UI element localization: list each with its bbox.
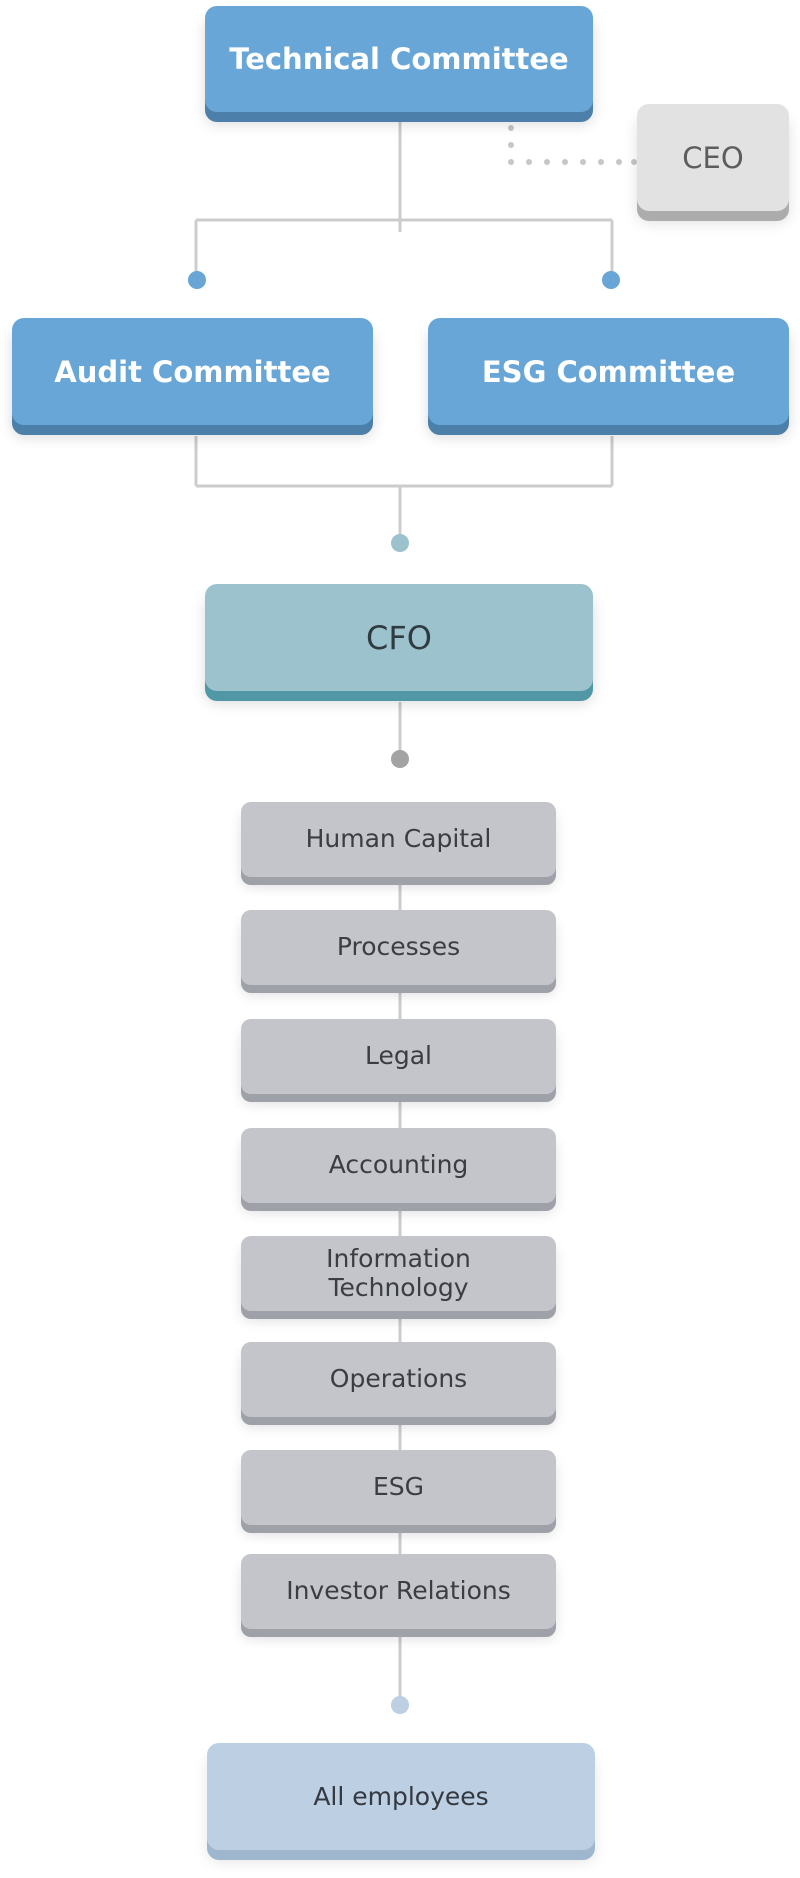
department-box[interactable]: Accounting	[241, 1128, 556, 1203]
department-label: Processes	[336, 932, 461, 962]
connector-dot	[391, 750, 409, 768]
audit-committee-label: Audit Committee	[54, 354, 331, 389]
department-label: Operations	[329, 1364, 468, 1394]
department-label: Information Technology	[326, 1243, 471, 1302]
technical-committee-label: Technical Committee	[229, 42, 569, 76]
ceo-label: CEO	[682, 140, 744, 175]
esg-committee-box[interactable]: ESG Committee	[428, 318, 789, 425]
technical-committee-box[interactable]: Technical Committee	[205, 6, 593, 112]
department-label: ESG	[372, 1472, 425, 1502]
audit-committee-box[interactable]: Audit Committee	[12, 318, 373, 425]
department-label: Accounting	[328, 1150, 469, 1180]
department-box[interactable]: ESG	[241, 1450, 556, 1525]
esg-committee-label: ESG Committee	[481, 354, 736, 389]
connector-dot	[391, 1696, 409, 1714]
department-box[interactable]: Information Technology	[241, 1236, 556, 1311]
connector-dot	[391, 534, 409, 552]
all-employees-label: All employees	[313, 1782, 489, 1811]
department-box[interactable]: Processes	[241, 910, 556, 985]
department-box[interactable]: Human Capital	[241, 802, 556, 877]
cfo-box[interactable]: CFO	[205, 584, 593, 691]
department-label: Investor Relations	[286, 1576, 511, 1606]
department-box[interactable]: Legal	[241, 1019, 556, 1094]
ceo-box[interactable]: CEO	[637, 104, 789, 211]
ceo-dotted-link	[508, 125, 637, 165]
connector-dot	[602, 271, 620, 289]
department-box[interactable]: Operations	[241, 1342, 556, 1417]
all-employees-box[interactable]: All employees	[207, 1743, 595, 1850]
connector-dot	[188, 271, 206, 289]
department-box[interactable]: Investor Relations	[241, 1554, 556, 1629]
cfo-label: CFO	[366, 618, 432, 657]
department-label: Human Capital	[305, 824, 492, 854]
department-label: Legal	[364, 1041, 432, 1071]
